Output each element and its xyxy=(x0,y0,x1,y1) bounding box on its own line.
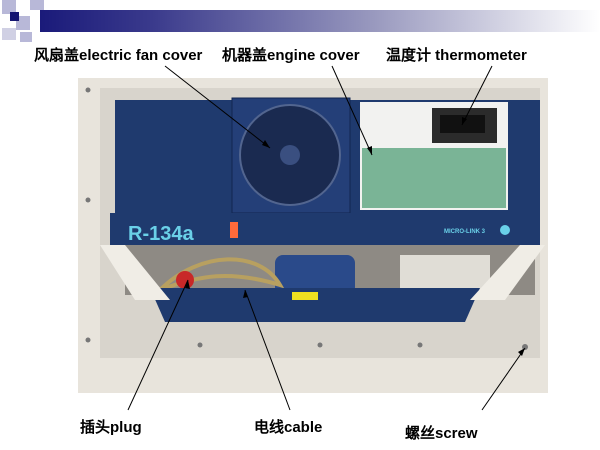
refrigerant-label: R-134a xyxy=(128,223,194,245)
label-fan-cover: 风扇盖electric fan cover xyxy=(34,47,203,64)
label-thermometer: 温度计 thermometer xyxy=(386,47,527,64)
label-screw: 螺丝screw xyxy=(405,425,478,442)
pointer-lines xyxy=(127,65,526,411)
controller-label: MICRO-LINK 3 xyxy=(444,229,486,235)
label-plug: 插头plug xyxy=(80,419,142,436)
label-engine-cover: 机器盖engine cover xyxy=(222,47,360,64)
screw xyxy=(522,344,528,350)
label-cable: 电线cable xyxy=(254,419,323,436)
